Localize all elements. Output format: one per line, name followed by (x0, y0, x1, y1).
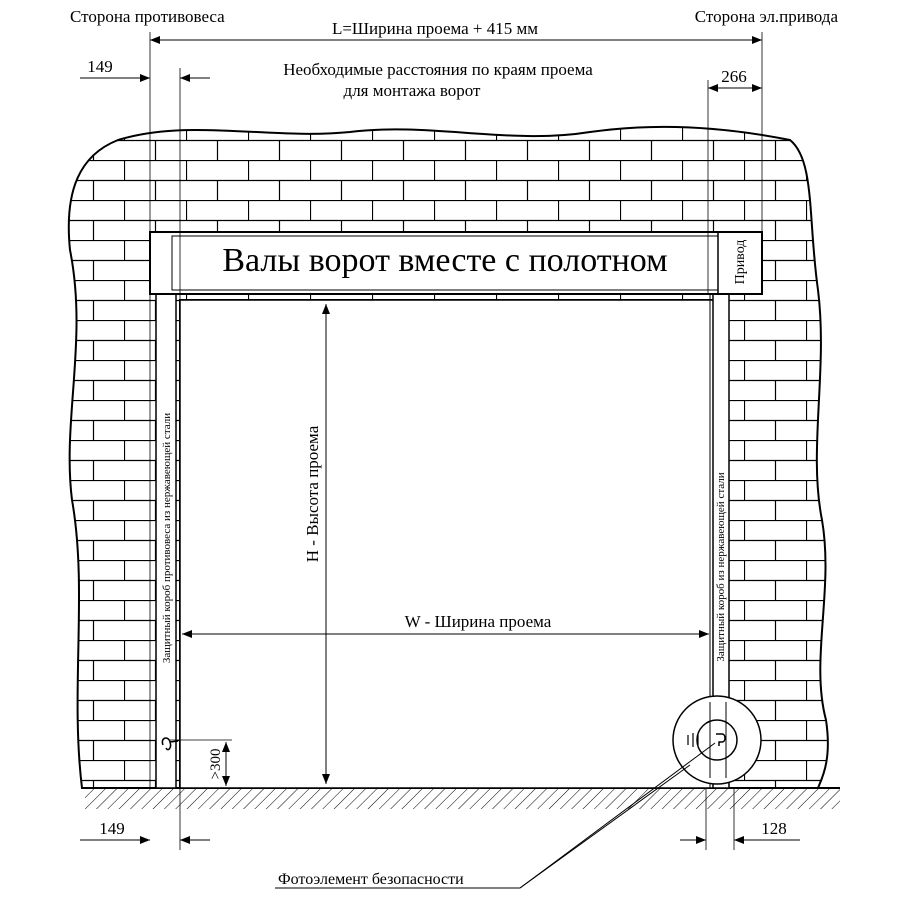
counterweight-side-label: Сторона противовеса (70, 7, 225, 26)
ground-hatch (85, 789, 840, 809)
dimension-top-right: 266 (721, 67, 747, 86)
photocell-label: Фотоэлемент безопасности (278, 871, 464, 888)
dimension-bottom-left: 149 (99, 819, 125, 838)
right-photocell-icon (716, 733, 726, 746)
drum-box (149, 231, 763, 295)
dimension-bottom-right: 128 (761, 819, 787, 838)
dimension-top-left: 149 (87, 57, 113, 76)
left-guide-label: Защитный короб противовеса из нержавеюще… (161, 413, 173, 663)
width-label: W - Ширина проема (405, 612, 552, 631)
photocell-callout-circle (672, 695, 762, 785)
drum-box-label: Валы ворот вместе с полотном (222, 242, 667, 279)
note-line-2: для монтажа ворот (344, 81, 481, 100)
height-label: H - Высота проема (303, 425, 322, 562)
left-photocell-icon (161, 737, 179, 751)
total-length-label: L=Ширина проема + 415 мм (332, 19, 538, 38)
note-line-1: Необходимые расстояния по краям проема (283, 60, 593, 79)
photocell-leader-2 (519, 742, 716, 889)
door-opening (179, 299, 716, 789)
drive-box-label: Привод (733, 240, 748, 285)
photo-height-label: >300 (208, 749, 224, 780)
right-guide-label: Защитный короб из нержавеющей стали (715, 472, 727, 661)
drive-side-label: Сторона эл.привода (695, 7, 839, 26)
